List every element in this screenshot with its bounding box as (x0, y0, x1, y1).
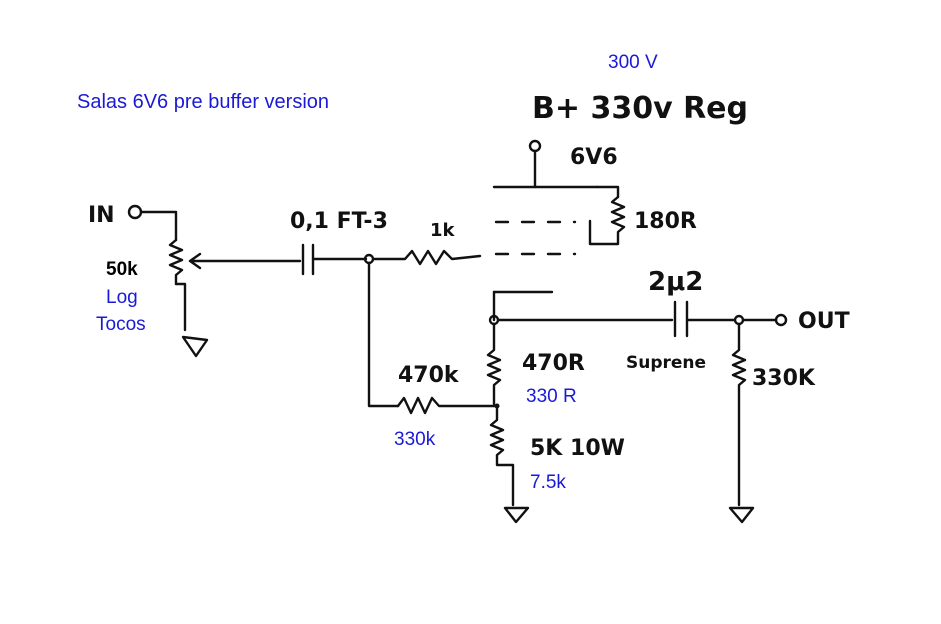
lower-load-label-typed: 7.5k (530, 472, 566, 493)
upper-load-resistor (486, 322, 502, 406)
input-terminal[interactable] (127, 204, 143, 220)
pot-type: Log (106, 287, 138, 308)
bias-resistor-180r (588, 195, 626, 246)
output-resistor-label: 330K (752, 366, 816, 391)
supply-voltage-handwritten: B+ 330v Reg (532, 91, 748, 126)
output-label: OUT (798, 309, 850, 334)
output-terminal[interactable] (774, 313, 788, 327)
upper-load-label-typed: 330 R (526, 386, 577, 407)
pot-ground-symbol (181, 335, 209, 358)
input-label: IN (88, 203, 115, 228)
diagram-title: Salas 6V6 pre buffer version (77, 91, 329, 113)
output-cap-label: 2μ2 (648, 267, 703, 297)
bias-resistor-label: 180R (634, 209, 697, 234)
output-resistor (731, 322, 747, 507)
grid-stopper-resistor (371, 249, 482, 266)
bplus-terminal (528, 139, 542, 153)
output-capacitor (673, 300, 689, 338)
input-capacitor (301, 243, 315, 276)
pot-wiper-arrow (188, 252, 302, 270)
grid-leak-label-handwritten: 470k (398, 363, 460, 388)
input-potentiometer[interactable] (168, 238, 184, 286)
pot-brand: Tocos (96, 314, 146, 335)
lower-load-resistor (489, 404, 515, 507)
plate-to-resistor-wire (595, 185, 620, 199)
grid-stopper-label: 1k (430, 220, 456, 241)
pot-ground-wire (174, 282, 187, 332)
output-cap-brand: Suprene (626, 353, 706, 373)
pot-value: 50k (106, 259, 138, 280)
input-cap-label: 0,1 FT-3 (290, 209, 388, 234)
supply-voltage-typed: 300 V (608, 52, 658, 73)
input-wire (139, 210, 178, 242)
tube-label: 6V6 (570, 145, 618, 170)
lower-ground-symbol (503, 506, 530, 524)
grid-leak-wire (367, 261, 400, 408)
upper-load-label-handwritten: 470R (522, 351, 585, 376)
output-ground-symbol (728, 506, 755, 524)
grid-leak-resistor (396, 396, 499, 415)
lower-load-label-handwritten: 5K 10W (530, 436, 625, 461)
grid-leak-label-typed: 330k (394, 429, 436, 450)
